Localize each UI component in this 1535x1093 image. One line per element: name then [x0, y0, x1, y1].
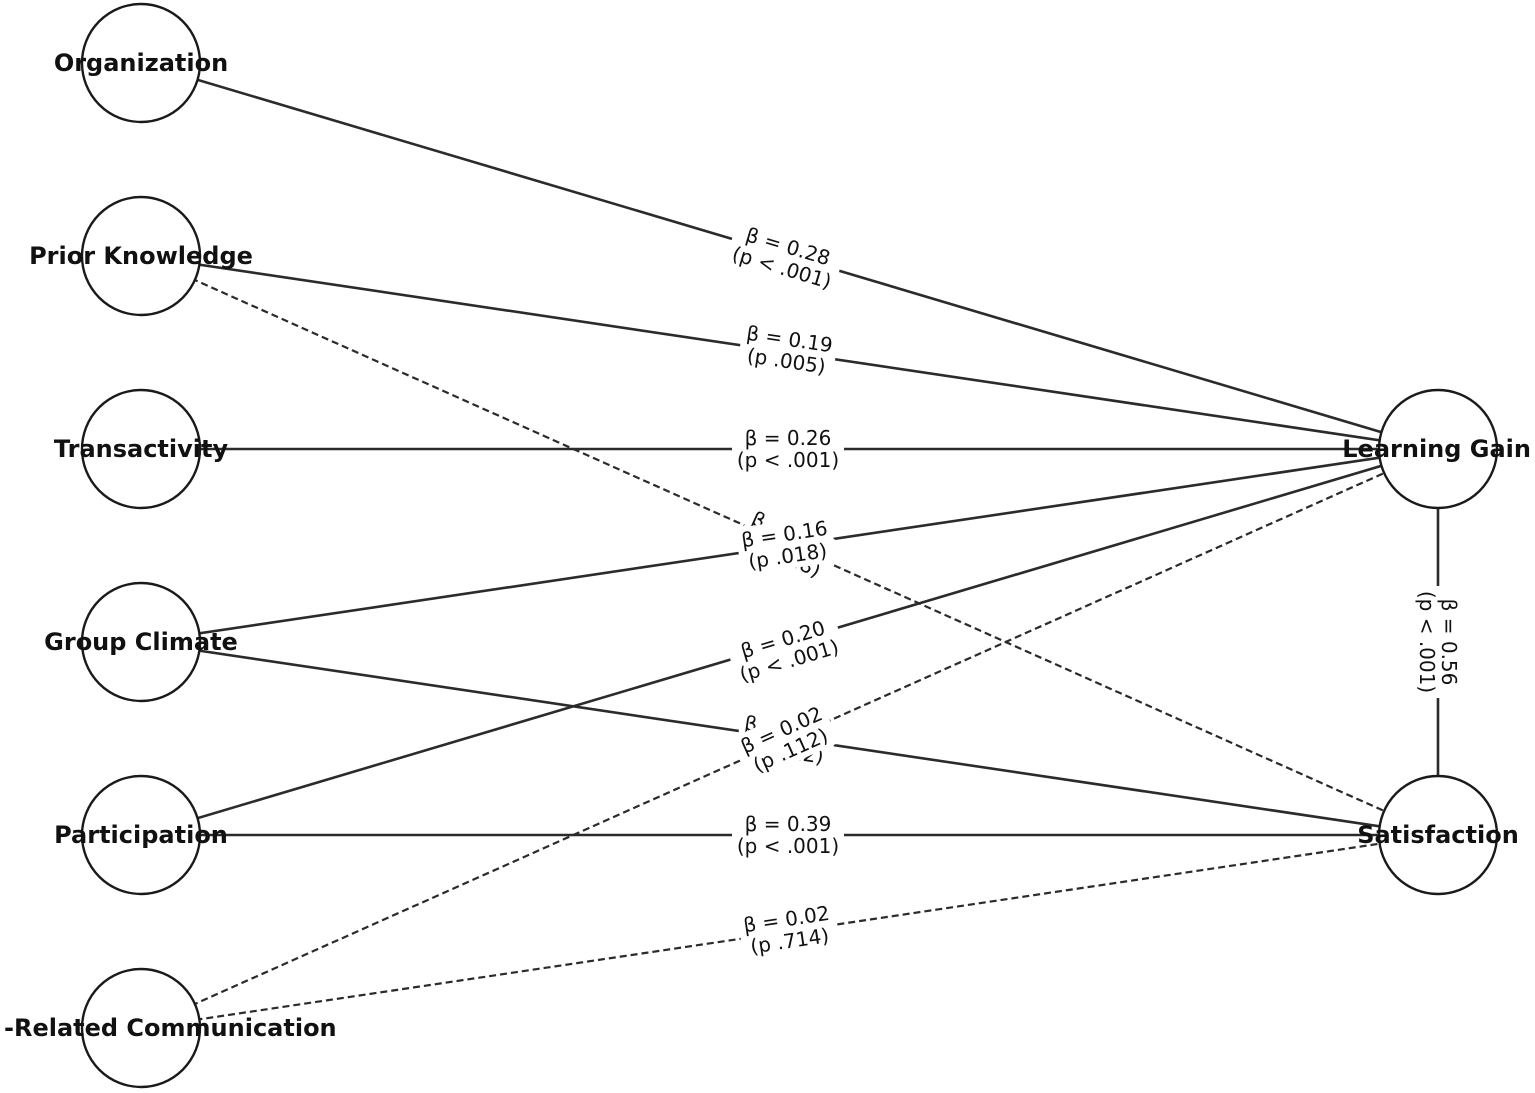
edge-label-prior-knowledge-to-learning-gain: β = 0.19(p .005) — [736, 319, 840, 381]
node-circle — [80, 967, 202, 1089]
edge-label-background — [732, 425, 844, 473]
node-label: Group Climate — [44, 628, 238, 656]
node-circle — [80, 2, 202, 124]
edge-label-background — [725, 611, 847, 689]
edge-label-transactivity-to-learning-gain: β = 0.26(p < .001) — [732, 425, 844, 473]
node-circle — [80, 774, 202, 896]
edge-label-background — [732, 811, 844, 859]
node-label: -Related Communication — [4, 1014, 337, 1042]
edge-beta-label: β = 0.26 — [745, 426, 832, 450]
edge-label-organization-to-learning-gain: β = 0.28(p < .001) — [724, 218, 846, 296]
node-label: Organization — [54, 49, 228, 77]
edge-label-learning-gain-to-satisfaction: β = 0.56(p < .001) — [1414, 586, 1462, 698]
node-transactivity: Transactivity — [54, 388, 229, 510]
node-label: Prior Knowledge — [29, 242, 253, 270]
node-learning-gain: Learning Gain — [1342, 388, 1531, 510]
node-circle — [80, 388, 202, 510]
node-organization: Organization — [54, 2, 228, 124]
edge-label-background — [734, 514, 838, 576]
node-circle — [1377, 774, 1499, 896]
edge-labels-layer: β = 0.28(p < .001) β = 0.19(p .005) β = 0.… — [724, 218, 1462, 961]
node-satisfaction: Satisfaction — [1357, 774, 1519, 896]
node-label: Participation — [54, 821, 228, 849]
edge-label-background — [732, 698, 840, 782]
node-circle — [80, 195, 202, 317]
edge-label-background — [1414, 586, 1462, 698]
node-group-climate: Group Climate — [44, 581, 238, 703]
node-prior-knowledge: Prior Knowledge — [29, 195, 253, 317]
edge-label-background — [724, 218, 846, 296]
edge-label-background — [736, 899, 840, 961]
edge-p-label: (p < .001) — [737, 448, 839, 472]
node-label: Transactivity — [54, 435, 229, 463]
node-task-comm: -Related Communication — [4, 967, 337, 1089]
node-label: Learning Gain — [1342, 435, 1531, 463]
node-circle — [80, 581, 202, 703]
edge-beta-label: β = 0.39 — [745, 812, 832, 836]
edge-label-task-comm-to-satisfaction: β = 0.02(p .714) — [736, 899, 840, 961]
edge-p-label: (p < .001) — [737, 834, 839, 858]
node-participation: Participation — [54, 774, 228, 896]
edge-label-group-climate-to-learning-gain: β = 0.16(p .018) — [734, 514, 838, 576]
edge-label-background — [736, 319, 840, 381]
node-label: Satisfaction — [1357, 821, 1519, 849]
edge-beta-label: β = 0.56 — [1437, 599, 1461, 686]
edge-label-participation-to-learning-gain: β = 0.20(p < .001) — [725, 611, 847, 689]
edge-label-participation-to-satisfaction: β = 0.39(p < .001) — [732, 811, 844, 859]
edge-p-label: (p < .001) — [1415, 591, 1439, 693]
node-circle — [1377, 388, 1499, 510]
